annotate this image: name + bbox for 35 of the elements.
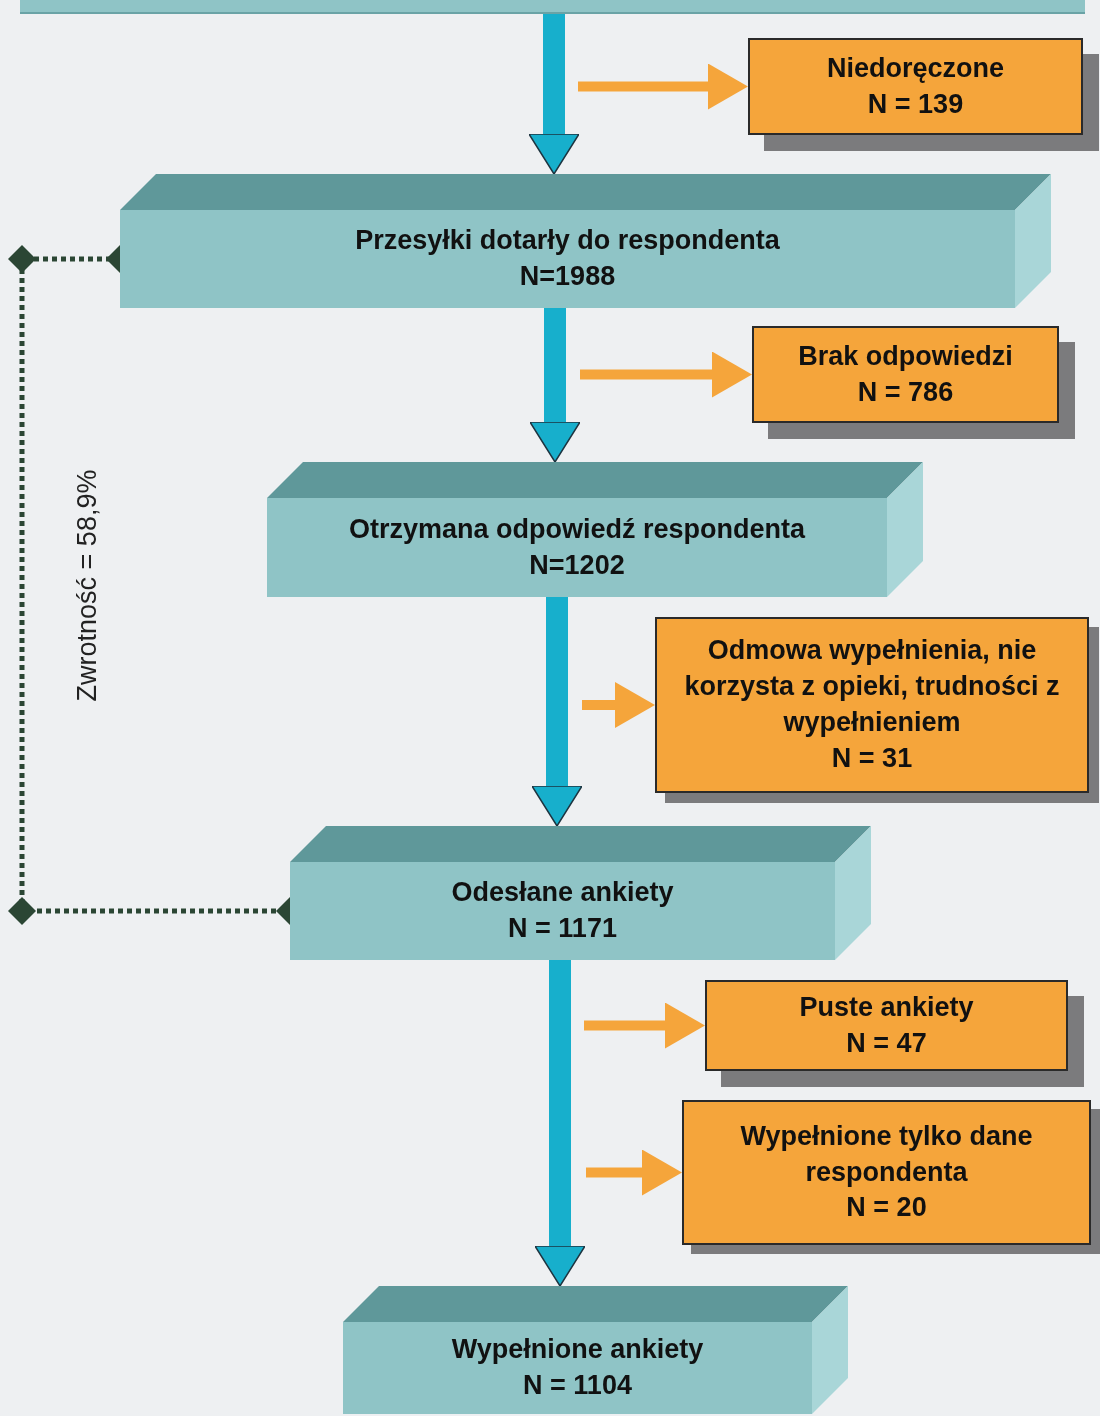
outcome-box	[655, 617, 1099, 803]
box-text: Odesłane ankiety	[451, 876, 674, 910]
count-text: N = 1171	[508, 912, 617, 945]
side-arrow	[586, 1149, 682, 1196]
box-text: Otrzymana odpowiedź respondenta	[348, 512, 806, 546]
box-text: Niedoręczone	[826, 51, 1004, 85]
box-text: Wypełnione tylko dane respondenta	[739, 1119, 1034, 1189]
count-text: N = 31	[831, 741, 913, 775]
flow-arrow	[531, 597, 583, 827]
side-arrow	[578, 63, 748, 110]
outcome-box	[705, 980, 1084, 1087]
box-text: Odmowa wypełnienia, nie korzysta z opieki, trudności z wypełnieniem	[683, 634, 1061, 739]
count-text: N = 139	[867, 87, 964, 121]
flow-arrow	[528, 14, 580, 175]
count-text: N = 1104	[523, 1369, 632, 1402]
count-text: N=1202	[529, 548, 625, 582]
side-arrow	[580, 351, 752, 398]
box-text: Puste ankiety	[799, 990, 974, 1024]
side-arrow	[584, 1002, 705, 1049]
stage-bar	[20, 0, 1085, 14]
box-text: Przesyłki dotarły do respondenta	[355, 224, 780, 258]
outcome-box	[748, 38, 1099, 151]
outcome-box	[682, 1100, 1100, 1254]
count-text: N = 47	[846, 1026, 927, 1060]
box-text: Brak odpowiedzi	[798, 339, 1013, 373]
side-arrow	[582, 682, 655, 728]
count-text: N = 786	[857, 375, 954, 409]
edge-label: Zwrotność = 58,9%	[72, 469, 104, 701]
outcome-box	[752, 326, 1075, 439]
flow-arrow	[529, 308, 581, 463]
count-text: N = 20	[846, 1191, 927, 1225]
count-text: N=1988	[519, 260, 616, 293]
dotted-bracket-line	[8, 245, 290, 925]
flow-arrow	[534, 960, 586, 1287]
box-text: Wypełnione ankiety	[451, 1333, 704, 1367]
